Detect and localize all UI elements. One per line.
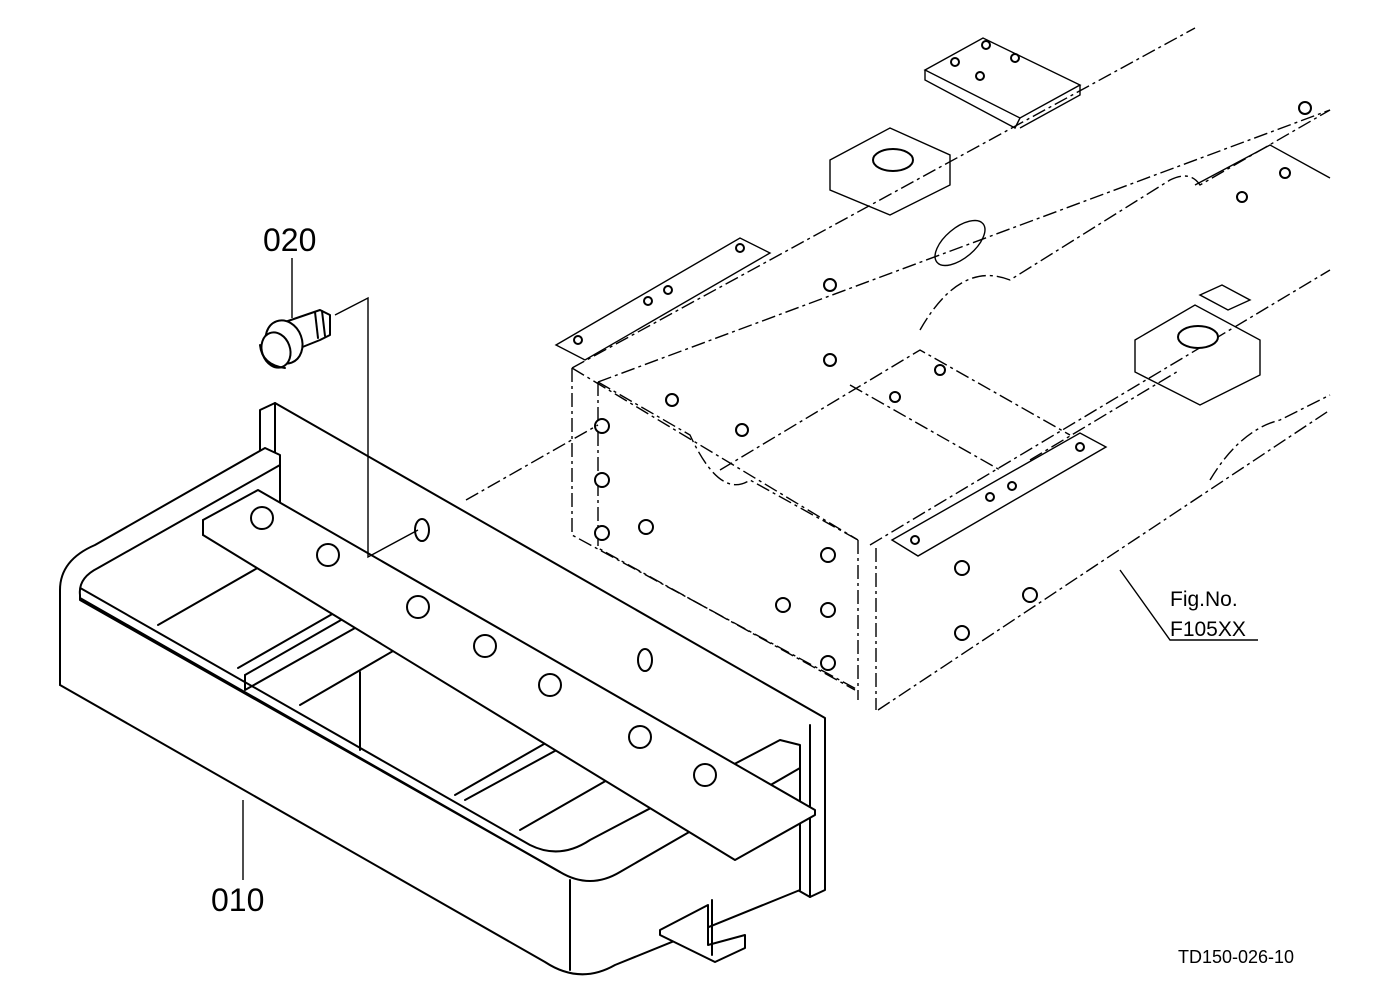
- part-010-label: 010: [211, 882, 264, 918]
- frame-assembly: [554, 27, 1331, 711]
- assembly-lines: [242, 258, 1258, 880]
- part-010-counterweight: [59, 402, 826, 976]
- drawing-number: TD150-026-10: [1178, 947, 1294, 967]
- part-020-bolt: [259, 309, 331, 369]
- figure-reference-label: Fig.No.: [1170, 588, 1238, 611]
- figure-reference-number: F105XX: [1170, 618, 1246, 641]
- part-020-label: 020: [263, 222, 316, 258]
